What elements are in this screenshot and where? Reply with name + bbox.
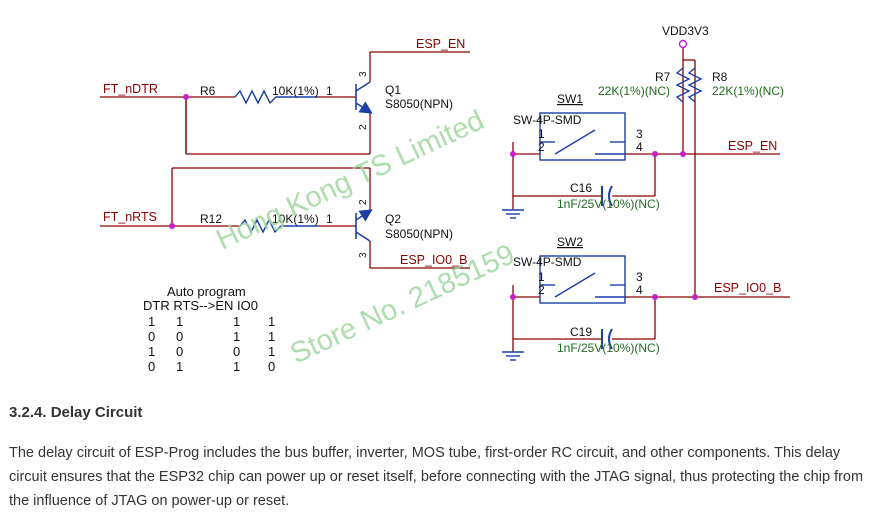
section-body: The delay circuit of ESP-Prog includes t… xyxy=(9,445,864,509)
truth-table-cell: 0 xyxy=(176,344,183,359)
switch-sw2 xyxy=(539,255,626,304)
resistor-r8 xyxy=(687,67,703,103)
junction-dot xyxy=(692,294,698,300)
resistor-r7 xyxy=(675,67,691,103)
sw2-pin4: 4 xyxy=(636,283,643,297)
q2-pin-e: 3 xyxy=(358,252,369,258)
q1-pin-c: 3 xyxy=(358,71,369,77)
truth-table-cell: 0 xyxy=(233,344,240,359)
r7-value: 22K(1%)(NC) xyxy=(598,84,670,98)
junction-dot xyxy=(652,151,658,157)
q1-ref: Q1 xyxy=(385,83,401,97)
r8-value: 22K(1%)(NC) xyxy=(712,84,784,98)
sw1-part: SW-4P-SMD xyxy=(513,113,582,127)
truth-table-cell: 1 xyxy=(233,314,240,329)
section-heading: 3.2.4. Delay Circuit xyxy=(9,404,143,421)
r6-value: 10K(1%) xyxy=(272,84,319,98)
sw1-pin4: 4 xyxy=(636,140,643,154)
truth-table-cell: 0 xyxy=(148,329,155,344)
vdd-label: VDD3V3 xyxy=(662,24,709,38)
truth-table-title: Auto program xyxy=(167,284,246,299)
resistor-r6 xyxy=(234,89,318,105)
r6-ref: R6 xyxy=(200,84,216,98)
resistor-r12 xyxy=(239,218,318,234)
c16-value: 1nF/25V(10%)(NC) xyxy=(557,197,660,211)
q2-ref: Q2 xyxy=(385,212,401,226)
sw2-pin1: 1 xyxy=(538,270,545,284)
truth-table-cell: 1 xyxy=(148,314,155,329)
capacitor-c19 xyxy=(570,328,613,350)
sw1-pin3: 3 xyxy=(636,127,643,141)
junction-dot xyxy=(169,223,175,229)
c19-ref: C19 xyxy=(570,325,592,339)
ground-symbol-1 xyxy=(502,209,524,219)
truth-table-cell: 1 xyxy=(233,329,240,344)
net-label-ft-nrts: FT_nRTS xyxy=(103,210,157,224)
sw1-pin1: 1 xyxy=(538,127,545,141)
net-label-esp-io0-b-right: ESP_IO0_B xyxy=(714,281,781,295)
r8-ref: R8 xyxy=(712,70,728,84)
r6-pin: 1 xyxy=(326,84,333,98)
junction-dot xyxy=(680,151,686,157)
switch-sw1 xyxy=(539,112,626,161)
truth-table-cell: 0 xyxy=(176,329,183,344)
truth-table-cell: 1 xyxy=(233,359,240,374)
r7-ref: R7 xyxy=(655,70,671,84)
q1-pin-e: 2 xyxy=(358,124,369,130)
net-label-esp-en-top: ESP_EN xyxy=(416,37,465,51)
truth-table-cell: 1 xyxy=(148,344,155,359)
ground-symbol-2 xyxy=(502,351,524,361)
r12-value: 10K(1%) xyxy=(272,212,319,226)
junction-dot xyxy=(510,151,516,157)
sw2-part: SW-4P-SMD xyxy=(513,255,582,269)
c16-ref: C16 xyxy=(570,181,592,195)
truth-table-cell: 0 xyxy=(268,359,275,374)
truth-table-cell: 1 xyxy=(176,314,183,329)
sw1-pin2: 2 xyxy=(538,140,545,154)
truth-table-cell: 1 xyxy=(268,314,275,329)
junction-dot xyxy=(183,94,189,100)
vdd-terminal xyxy=(678,39,688,49)
r12-ref: R12 xyxy=(200,212,222,226)
truth-table-cell: 1 xyxy=(176,359,183,374)
sw1-ref: SW1 xyxy=(557,92,583,106)
junction-dot xyxy=(652,294,658,300)
sw2-pin2: 2 xyxy=(538,283,545,297)
q2-pin-c: 2 xyxy=(358,199,369,205)
net-label-ft-ndtr: FT_nDTR xyxy=(103,82,158,96)
q1-part: S8050(NPN) xyxy=(385,97,453,111)
transistor-q1 xyxy=(355,81,373,114)
net-label-esp-en-right: ESP_EN xyxy=(728,139,777,153)
truth-table-header: DTR RTS-->EN IO0 xyxy=(143,298,258,313)
truth-table-cell: 1 xyxy=(268,344,275,359)
transistor-q2 xyxy=(355,209,373,242)
schematic-diagram: ESP_EN FT_nDTR FT_nRTS ESP_IO0_B ESP_EN … xyxy=(100,24,790,374)
r12-pin: 1 xyxy=(326,212,333,226)
q2-part: S8050(NPN) xyxy=(385,227,453,241)
c19-value: 1nF/25V(10%)(NC) xyxy=(557,341,660,355)
net-label-esp-io0-b-left: ESP_IO0_B xyxy=(400,253,467,267)
truth-table-cell: 1 xyxy=(268,329,275,344)
sw2-ref: SW2 xyxy=(557,235,583,249)
capacitor-c16 xyxy=(570,185,613,207)
junction-dot xyxy=(510,294,516,300)
sw2-pin3: 3 xyxy=(636,270,643,284)
truth-table-cell: 0 xyxy=(148,359,155,374)
